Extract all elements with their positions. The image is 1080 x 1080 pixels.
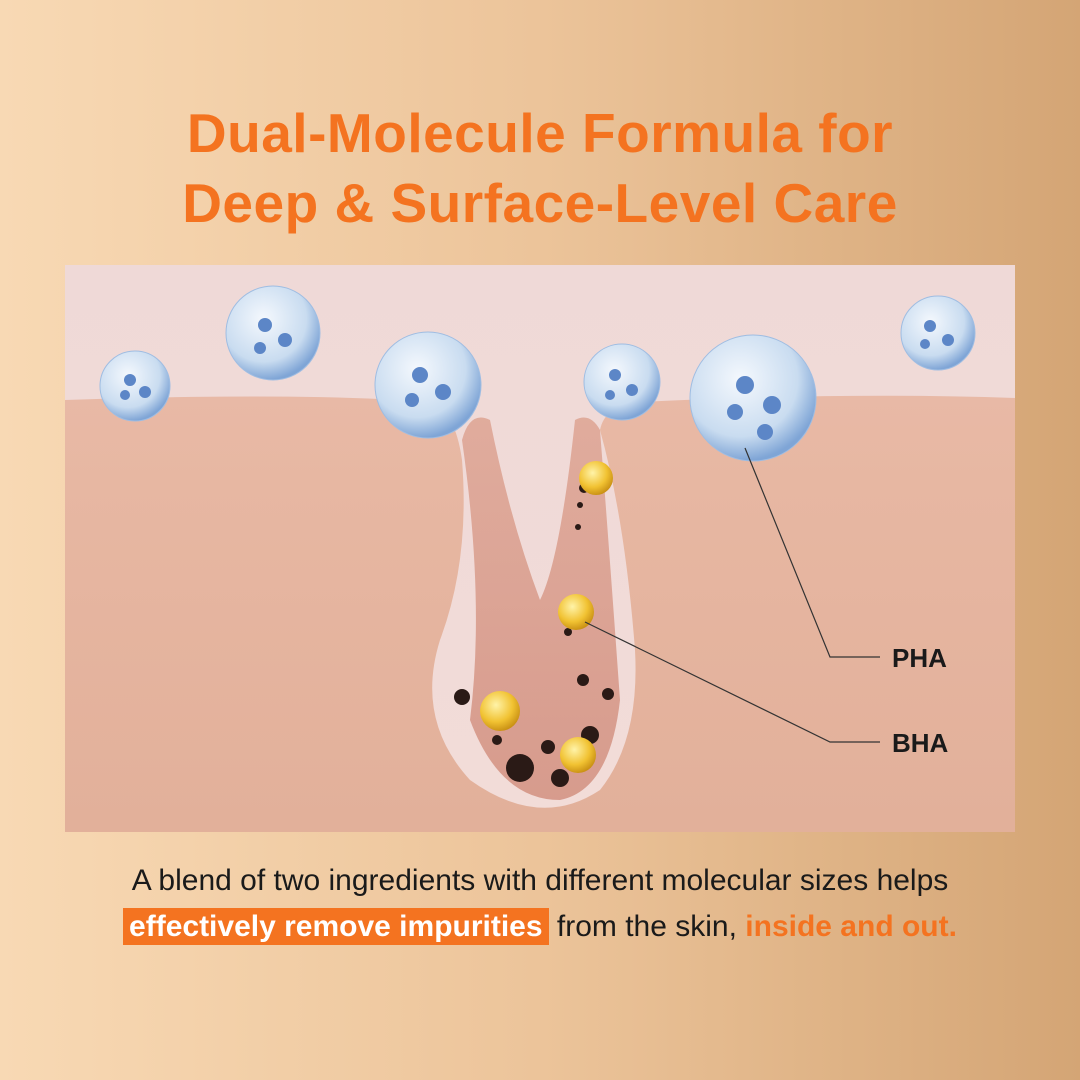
pha-molecules (99, 285, 976, 462)
pha-molecule-bubble (374, 331, 482, 439)
bha-molecule (560, 737, 596, 773)
caption-highlight: effectively remove impurities (123, 908, 549, 945)
caption: A blend of two ingredients with differen… (0, 858, 1080, 950)
bha-pointer-line (584, 621, 880, 743)
pha-molecule-bubble (583, 343, 661, 421)
skin-illustration: PHA BHA (65, 265, 1015, 832)
pha-molecule-bubble (225, 285, 321, 381)
page-title: Dual-Molecule Formula for Deep & Surface… (0, 98, 1080, 238)
impurity-particles (454, 483, 614, 787)
pha-molecule-bubble (900, 295, 976, 371)
title-line-2: Deep & Surface-Level Care (182, 172, 898, 234)
pha-label: PHA (892, 643, 947, 673)
title-line-1: Dual-Molecule Formula for (186, 102, 894, 164)
caption-line-2: effectively remove impurities from the s… (0, 904, 1080, 950)
pha-molecule-bubble (99, 350, 171, 422)
caption-line-1: A blend of two ingredients with differen… (131, 864, 949, 897)
pha-pointer-line (744, 447, 880, 658)
caption-accent: inside and out. (745, 910, 957, 943)
pha-molecule-bubble (689, 334, 817, 462)
caption-middle: from the skin, (548, 910, 746, 943)
bha-molecules (480, 461, 613, 773)
bha-molecule (558, 594, 594, 630)
bha-label: BHA (892, 728, 949, 758)
bha-molecule (579, 461, 613, 495)
bha-molecule (480, 691, 520, 731)
